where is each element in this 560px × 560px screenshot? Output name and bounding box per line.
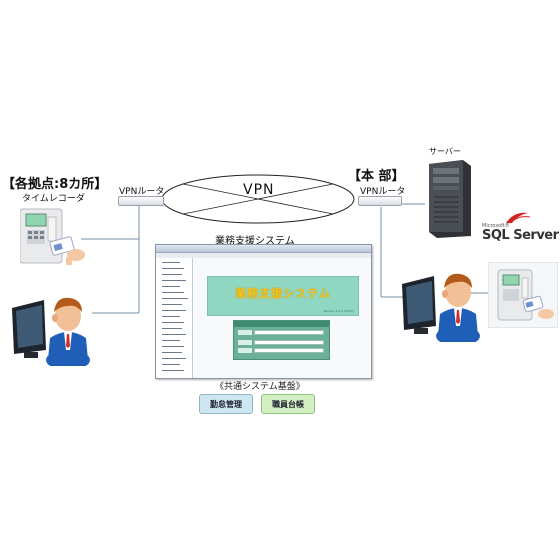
screen-banner: 業務支援システム Version 1.0.0 (2012) xyxy=(207,276,359,316)
branch-router-label: VPNルータ xyxy=(119,187,165,197)
branch-user-at-pc xyxy=(10,286,94,370)
screen-login-panel xyxy=(233,320,330,360)
time-recorder-device xyxy=(19,207,85,265)
hq-router-label: VPNルータ xyxy=(360,187,406,197)
screen-banner-version: Version 1.0.0 (2012) xyxy=(323,309,354,313)
platform-title: 《共通システム基盤》 xyxy=(215,382,305,392)
server-label: サーバー xyxy=(429,147,461,156)
headquarters-title: 【本 部】 xyxy=(348,169,405,184)
screen-titlebar xyxy=(156,245,371,253)
module-staff-register: 職員台帳 xyxy=(261,394,315,414)
application-title: 業務支援システム xyxy=(215,236,295,247)
screen-banner-title: 業務支援システム xyxy=(235,287,331,300)
sql-vendor-text: Microsoft® xyxy=(482,223,510,229)
sql-product-text: SQL Server xyxy=(482,228,559,243)
hq-vpn-router xyxy=(358,196,402,206)
screen-main-area: 業務支援システム Version 1.0.0 (2012) xyxy=(193,258,371,378)
screen-sidebar-tree xyxy=(156,258,193,378)
module-attendance-management: 勤怠管理 xyxy=(199,394,253,414)
sql-server-swirl-icon xyxy=(506,212,531,224)
hq-user-at-pc xyxy=(400,262,484,346)
vpn-label: VPN xyxy=(243,182,275,198)
server-tower xyxy=(425,158,473,238)
time-recorder-label: タイムレコーダ xyxy=(22,194,85,204)
branch-title: 【各拠点:8カ所】 xyxy=(2,177,108,192)
hq-time-recorder-device xyxy=(487,261,559,329)
application-screenshot: 業務支援システム Version 1.0.0 (2012) xyxy=(155,244,372,379)
branch-vpn-router xyxy=(118,196,164,206)
vpn-cross-line-2 xyxy=(182,183,334,215)
